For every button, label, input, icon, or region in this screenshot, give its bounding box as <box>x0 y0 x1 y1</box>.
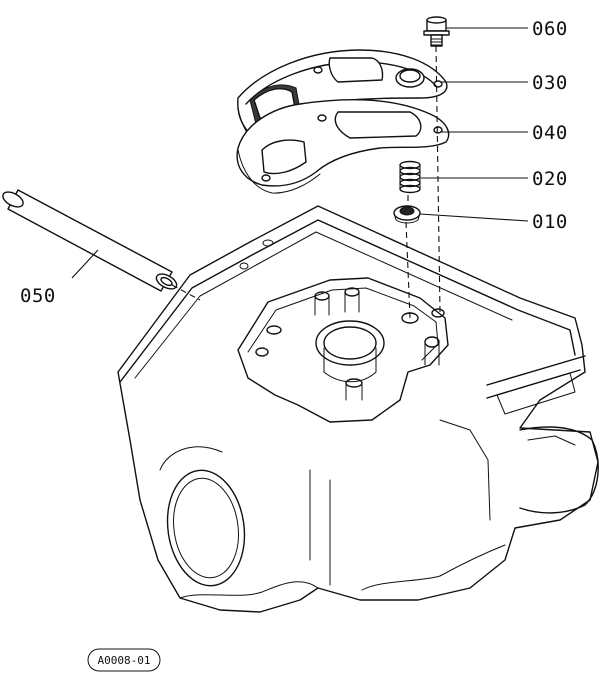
housing-casting <box>117 205 599 613</box>
reference-code-badge: A0008-01 <box>87 648 161 672</box>
label-050: 050 <box>20 285 56 307</box>
reference-code: A0008-01 <box>98 654 151 667</box>
bolt-060 <box>423 16 450 47</box>
label-020: 020 <box>532 168 568 190</box>
leader-lines <box>71 27 529 279</box>
gasket-040 <box>236 99 450 194</box>
label-010: 010 <box>532 211 568 233</box>
spring-020 <box>399 160 421 194</box>
label-060: 060 <box>532 18 568 40</box>
pipe-050 <box>2 189 178 292</box>
label-040: 040 <box>532 122 568 144</box>
label-030: 030 <box>532 72 568 94</box>
assembly-center-lines <box>171 45 441 319</box>
valve-seat-010 <box>393 205 421 224</box>
